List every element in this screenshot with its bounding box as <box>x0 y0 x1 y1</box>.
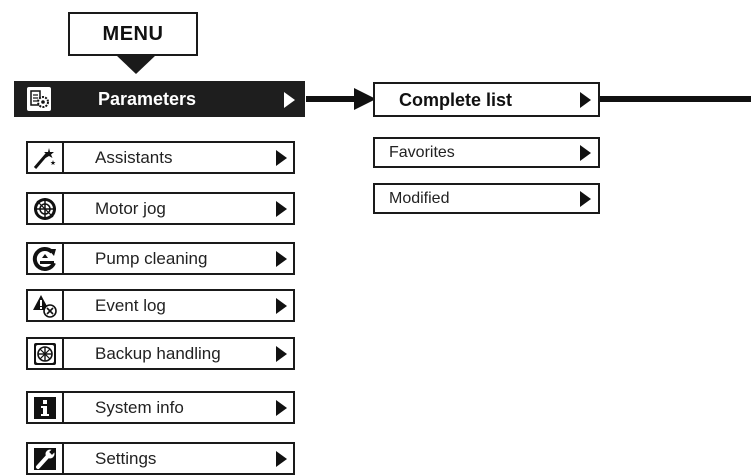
chevron-right-icon <box>580 191 591 207</box>
submenu-item-complete-list[interactable]: Complete list <box>373 82 600 117</box>
menu-item-label: Motor jog <box>95 198 166 218</box>
menu-item-label: Parameters <box>98 88 197 109</box>
chevron-right-icon <box>284 92 295 108</box>
parameters-connector-arrowhead <box>354 88 376 110</box>
motor-jog-icon <box>28 194 64 223</box>
event-log-warning-icon <box>28 291 64 320</box>
chevron-right-icon <box>276 251 287 267</box>
menu-item-label: Pump cleaning <box>95 248 208 268</box>
chevron-right-icon <box>276 346 287 362</box>
parameters-gear-icon <box>16 83 61 115</box>
menu-item-pump-cleaning[interactable]: Pump cleaning <box>26 242 295 275</box>
submenu-item-modified[interactable]: Modified <box>373 183 600 214</box>
menu-item-assistants[interactable]: Assistants <box>26 141 295 174</box>
chevron-right-icon <box>580 145 591 161</box>
info-icon <box>28 393 64 422</box>
menu-item-label: Assistants <box>95 147 173 167</box>
chevron-right-icon <box>276 400 287 416</box>
parameters-connector-line <box>306 96 358 102</box>
menu-item-parameters[interactable]: Parameters <box>14 81 305 117</box>
complete-list-connector-line <box>600 96 751 102</box>
menu-item-label: Backup handling <box>95 343 221 363</box>
backup-icon <box>28 339 64 368</box>
menu-item-system-info[interactable]: System info <box>26 391 295 424</box>
chevron-right-icon <box>276 298 287 314</box>
submenu-item-label: Modified <box>389 190 450 207</box>
chevron-right-icon <box>580 92 591 108</box>
chevron-right-icon <box>276 150 287 166</box>
menu-item-label: Event log <box>95 295 166 315</box>
submenu-item-favorites[interactable]: Favorites <box>373 137 600 168</box>
menu-item-label: System info <box>95 397 184 417</box>
wrench-icon <box>28 444 64 473</box>
menu-item-label: Settings <box>95 448 157 468</box>
menu-title: MENU <box>102 22 164 45</box>
menu-title-box: MENU <box>68 12 198 56</box>
menu-item-backup-handling[interactable]: Backup handling <box>26 337 295 370</box>
pump-cleaning-icon <box>28 244 64 273</box>
chevron-right-icon <box>276 201 287 217</box>
chevron-right-icon <box>276 451 287 467</box>
menu-item-settings[interactable]: Settings <box>26 442 295 475</box>
menu-pointer-arrow <box>116 55 156 74</box>
magic-wand-icon <box>28 143 64 172</box>
submenu-item-label: Favorites <box>389 144 455 161</box>
menu-item-motor-jog[interactable]: Motor jog <box>26 192 295 225</box>
menu-item-event-log[interactable]: Event log <box>26 289 295 322</box>
submenu-item-label: Complete list <box>399 90 513 110</box>
